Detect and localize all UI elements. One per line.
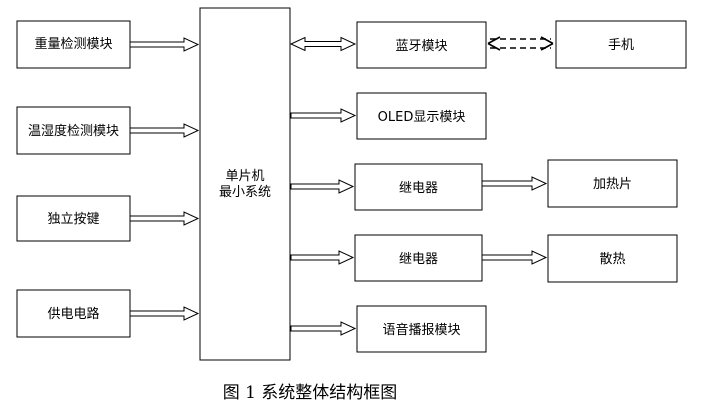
mcu-label-line1: 单片机 — [225, 169, 264, 184]
bluetooth-block: 蓝牙模块 — [356, 21, 487, 69]
oled-display-block: OLED显示模块 — [356, 92, 487, 140]
cooling-label: 散热 — [599, 252, 625, 267]
temp-humidity-label: 温湿度检测模块 — [28, 123, 119, 139]
arrow-mcu-to-relay-1 — [290, 179, 355, 194]
mcu-block: 单片机 最小系统 — [199, 7, 291, 361]
voice-broadcast-block: 语音播报模块 — [356, 305, 487, 353]
cooling-block: 散热 — [547, 234, 678, 283]
arrow-mcu-bluetooth-bidirectional — [289, 36, 357, 52]
keys-label: 独立按键 — [47, 212, 99, 227]
dashed-link-bluetooth-phone — [487, 36, 554, 51]
power-circuit-block: 供电电路 — [16, 289, 131, 338]
voice-broadcast-label: 语音播报模块 — [382, 322, 460, 338]
keys-block: 独立按键 — [16, 195, 131, 242]
heater-label: 加热片 — [593, 177, 632, 192]
arrow-mcu-to-voice — [290, 321, 357, 336]
phone-block: 手机 — [555, 20, 687, 69]
arrow-mcu-to-oled — [290, 108, 357, 123]
power-circuit-label: 供电电路 — [47, 306, 99, 322]
relay-1-block: 继电器 — [354, 163, 483, 211]
heater-block: 加热片 — [547, 159, 678, 208]
arrow-weight-to-mcu — [129, 37, 200, 52]
relay-1-label: 继电器 — [399, 181, 438, 196]
oled-display-label: OLED显示模块 — [378, 110, 466, 125]
arrow-relay-2-to-cooling — [481, 250, 548, 265]
arrow-mcu-to-relay-2 — [290, 250, 355, 265]
mcu-label-line2: 最小系统 — [219, 185, 271, 200]
bluetooth-label: 蓝牙模块 — [395, 39, 447, 54]
relay-2-label: 继电器 — [399, 252, 438, 267]
arrow-power-to-mcu — [129, 306, 200, 321]
weight-detection-block: 重量检测模块 — [16, 20, 131, 69]
arrow-keys-to-mcu — [129, 211, 200, 226]
phone-label: 手机 — [608, 38, 634, 53]
weight-detection-label: 重量检测模块 — [34, 36, 112, 52]
temp-humidity-block: 温湿度检测模块 — [16, 106, 131, 155]
arrow-relay-1-to-heater — [481, 176, 548, 191]
relay-2-block: 继电器 — [354, 234, 483, 282]
figure-caption: 图 1 系统整体结构框图 — [223, 383, 398, 403]
arrow-temp-humidity-to-mcu — [129, 123, 200, 138]
